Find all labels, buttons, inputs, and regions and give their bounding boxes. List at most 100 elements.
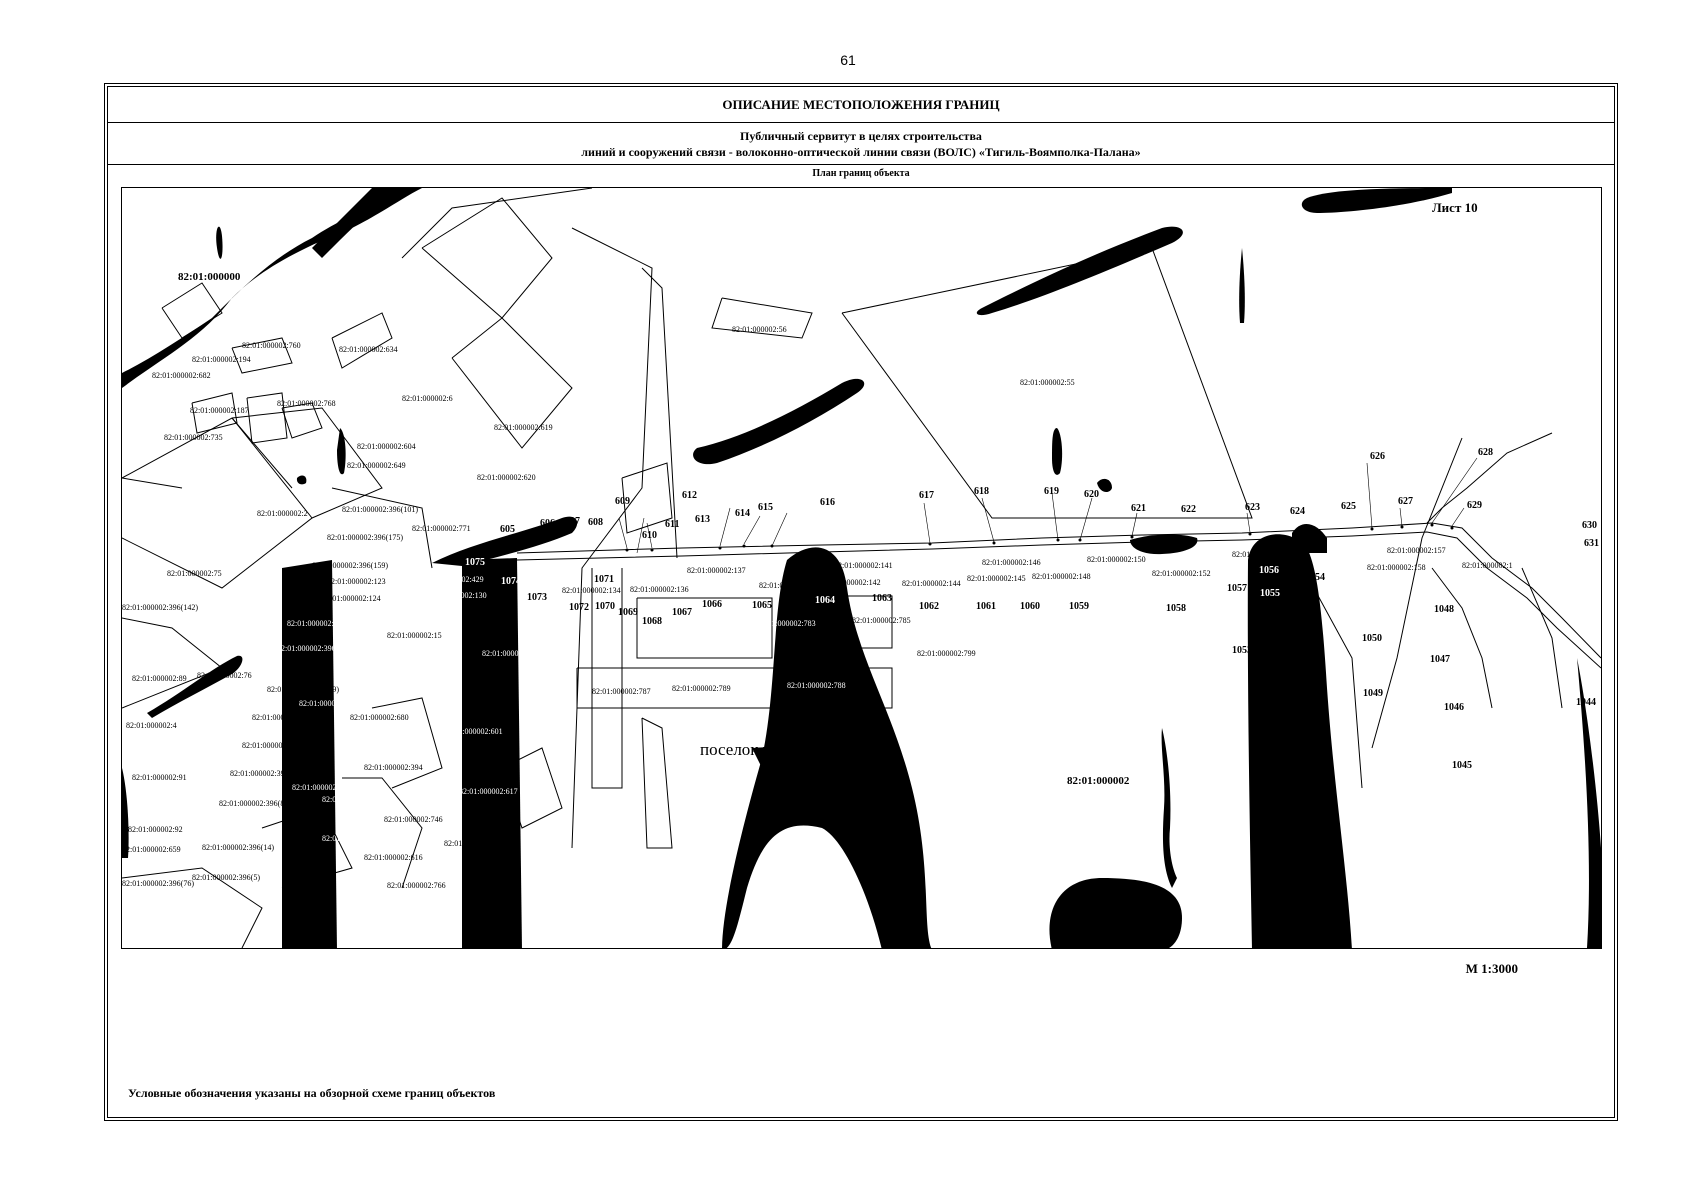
point-label: 629: [1467, 500, 1482, 511]
point-labels-upper: 605 606 607 608 609 610 611 612 613 614 …: [500, 447, 1599, 549]
parcel-label: 82:01:000002:400: [299, 699, 358, 708]
parcel-label: 82:01:000002:394: [364, 763, 423, 772]
parcel-label: 82:01:000002:680: [350, 713, 409, 722]
corridor-points: [625, 523, 1454, 552]
parcel-label: 82:01:000002:152: [1152, 569, 1211, 578]
parcel-label: 82:01:000002:604: [357, 442, 416, 451]
parcel-label: 82:01:000002:634: [339, 345, 398, 354]
parcel-label: 82:01:000002:396(5): [192, 873, 260, 882]
parcel-label: 82:01:000002:649: [347, 461, 406, 470]
parcel-label: 82:01:000002:787: [592, 687, 651, 696]
parcel-label: 82:01:000002:15: [387, 631, 442, 640]
leader-lines: [618, 457, 1478, 554]
point-label: 1055: [1260, 588, 1280, 599]
parcel-label: 82:01:000002:75: [167, 569, 222, 578]
blob-left-diagonal: [147, 655, 243, 718]
parcel-label: 82:01:000002:157: [1387, 546, 1446, 555]
point-label: 622: [1181, 504, 1196, 515]
point-label: 1059: [1069, 601, 1089, 612]
parcel-label: 82:01:000002:124: [322, 594, 381, 603]
parcel-label: 82:01:000002:601: [444, 727, 503, 736]
parcel-label: 82:01:000002:396(159): [312, 561, 388, 570]
blob-top-left-drop: [216, 226, 223, 259]
point-label: 1060: [1020, 601, 1040, 612]
parcel-label: 82:01:000002:91: [132, 773, 187, 782]
point-label: 628: [1478, 447, 1493, 458]
parcel-label: 82:01:000002:153: [1232, 550, 1291, 559]
parcel-label: 82:01:000002:136: [630, 585, 689, 594]
parcel-label: 82:01:000002:2: [257, 509, 308, 518]
column-middle: [722, 547, 932, 948]
point-label: 618: [974, 486, 989, 497]
parcel-label: 82:01:000002:619: [494, 423, 553, 432]
parcel-label: 82:01:000002:1: [1462, 561, 1513, 570]
legend-note: Условные обозначения указаны на обзорной…: [128, 1086, 496, 1100]
point-label: 1056: [1259, 565, 1279, 576]
settlement-name-line-1: поселок городского типа: [700, 740, 879, 759]
parcel-label: 82:01:000002:187: [190, 406, 249, 415]
point-label: 1070: [595, 601, 615, 612]
point-label: 1052: [1293, 616, 1313, 627]
parcel-label: 82:01:000002:396(176): [287, 619, 363, 628]
parcel-label: 82:01:000002:55: [1020, 378, 1075, 387]
point-label: 607: [565, 516, 580, 527]
parcel-label: 82:01:000002:799: [917, 649, 976, 658]
page-number: 61: [840, 52, 856, 68]
settlement-name-line-2: Палана: [762, 759, 815, 778]
column-left-2-head: [432, 516, 578, 566]
parcel-label: 82:01:000002:789: [672, 684, 731, 693]
parcel-label: 82:01:000002:638: [322, 834, 381, 843]
map-canvas: Лист 10 82:01:000000 82:01:000002 посело…: [122, 188, 1601, 948]
subtitle-line-2: линий и сооружений связи - волоконно-опт…: [581, 145, 1141, 159]
parcel-label: 82:01:000002:785: [852, 616, 911, 625]
parcel-label: 82:01:000002:610: [444, 839, 503, 848]
point-label: 1067: [672, 607, 692, 618]
parcel-label: 82:01:000002:89: [132, 674, 187, 683]
parcel-labels: 82:01:000002:760 82:01:000002:194 82:01:…: [122, 325, 1513, 890]
parcel-label: 82:01:000002:137: [687, 566, 746, 575]
parcel-label: 82:01:000002:396(81): [219, 799, 291, 808]
point-label: 609: [615, 496, 630, 507]
parcel-label: 82:01:000002:123: [327, 577, 386, 586]
plan-label: План границ объекта: [812, 168, 910, 179]
blob-right-edge: [1577, 658, 1601, 948]
column-left-1: [282, 560, 337, 948]
point-label: 624: [1290, 506, 1305, 517]
parcel-label: 82:01:000002:4: [126, 721, 177, 730]
parcel-label: 82:01:000002:144: [902, 579, 961, 588]
parcel-label: 82:01:000002:396(80): [242, 741, 314, 750]
point-label: 1063: [872, 593, 892, 604]
blob-lower-right: [1049, 878, 1182, 948]
river-top-left-2: [312, 188, 402, 258]
parcel-label: 82:01:000002:396(39): [267, 685, 339, 694]
point-label: 1058: [1166, 603, 1186, 614]
parcel-label: 82:01:000002:788: [787, 681, 846, 690]
parcel-label: 82:01:000002:616: [364, 853, 423, 862]
point-label: 625: [1341, 501, 1356, 512]
point-label: 1046: [1444, 702, 1464, 713]
parcel-label: 82:01:000002:140: [759, 581, 818, 590]
point-label: 1053: [1232, 645, 1252, 656]
parcel-label: 82:01:000002:158: [1367, 563, 1426, 572]
blob-624: [1292, 523, 1327, 553]
parcel-label: 82:01:000002:771: [412, 524, 471, 533]
point-label: 1065: [752, 600, 772, 611]
parcel-label: 82:01:000002:92: [128, 825, 183, 834]
point-label: 616: [820, 497, 835, 508]
point-label: 1064: [815, 595, 835, 606]
point-label: 1048: [1434, 604, 1454, 615]
point-label: 627: [1398, 496, 1413, 507]
point-label: 1069: [618, 607, 638, 618]
column-left-2: [462, 558, 522, 948]
parcel-label: 82:01:000002:760: [242, 341, 301, 350]
point-label: 1071: [594, 574, 614, 585]
point-label: 631: [1584, 538, 1599, 549]
blob-1058: [1130, 534, 1198, 555]
parcel-label: 82:01:000002:194: [192, 355, 251, 364]
point-label: 1074: [501, 576, 521, 587]
parcel-label: 82:01:000002:134: [562, 586, 621, 595]
point-label: 617: [919, 490, 934, 501]
parcel-label: 82:01:000002:396(101): [342, 505, 418, 514]
blob-left-edge: [122, 768, 129, 858]
point-label: 1054: [1305, 572, 1325, 583]
